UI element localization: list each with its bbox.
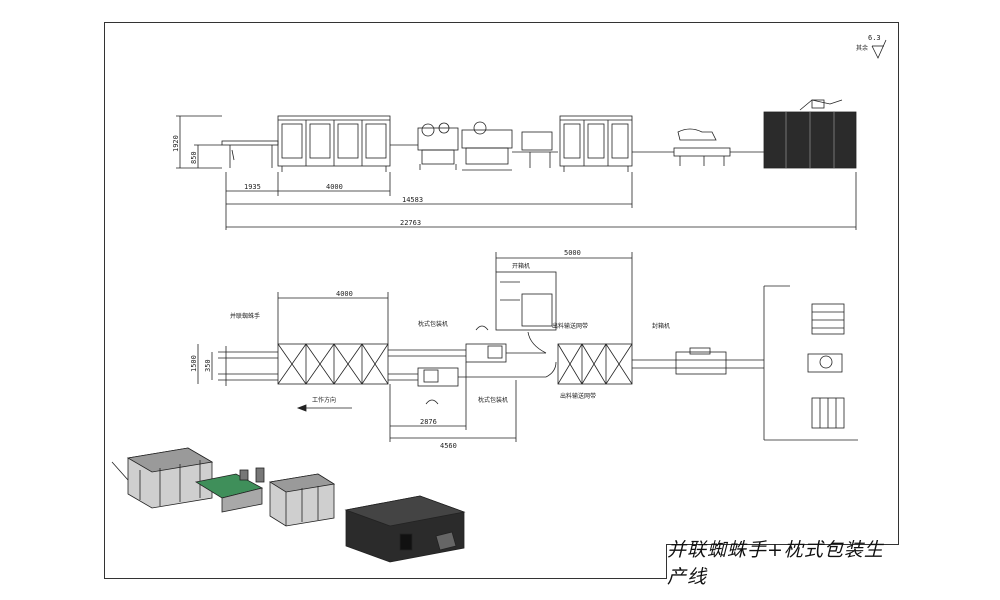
dim-14583: 14583 (402, 196, 423, 204)
dim-1500: 1500 (190, 355, 198, 372)
roughness-value: 6.3 (868, 34, 881, 42)
elevation-view (176, 99, 857, 230)
plan-infeed (218, 346, 278, 386)
spider-robot-cabinet-2 (559, 115, 633, 172)
label-conveyor-bottom: 出料输送网带 (560, 392, 596, 400)
plan-spider-frame-1 (277, 343, 389, 385)
dim-22763: 22763 (400, 219, 421, 227)
plan-pallet-cell (763, 285, 858, 441)
plan-view (197, 252, 858, 442)
infeed-table (221, 140, 279, 168)
dim-height-table: 850 (190, 151, 198, 164)
isometric-view (111, 447, 466, 563)
drawing-title: 并联蜘蛛手+枕式包装生产线 (667, 539, 884, 588)
case-sealer (673, 128, 731, 166)
elevation-height-dims (176, 115, 222, 169)
palletizing-cell (763, 99, 857, 169)
pillow-wrapper-1 (417, 122, 459, 170)
iso-wrappers (194, 467, 265, 513)
spider-robot-cabinet-1 (277, 115, 391, 172)
iso-spider-cabinet-2 (268, 473, 336, 527)
label-pillow-bottom: 枕式包装机 (478, 396, 508, 404)
roughness-symbol (871, 39, 887, 59)
title-block: 并联蜘蛛手+枕式包装生产线 (666, 539, 899, 588)
label-spider: 并联蜘蛛手 (230, 312, 260, 320)
iso-palletizer (344, 495, 466, 563)
plan-spider-frame-2 (557, 343, 633, 385)
roughness-label: 其余 (856, 44, 868, 52)
label-pillow-top: 枕式包装机 (418, 320, 448, 328)
label-case-erector: 开箱机 (512, 262, 530, 270)
plan-pillow-wrapper-bottom (417, 367, 546, 405)
dim-5000: 5000 (564, 249, 581, 257)
plan-pillow-wrapper-top (465, 325, 546, 363)
elevation-length-dims (225, 172, 857, 230)
plan-dims (197, 252, 633, 442)
label-direction: 工作方向 (312, 396, 336, 404)
iso-spider-cabinet-1 (111, 447, 214, 509)
dim-1935: 1935 (244, 183, 261, 191)
label-sealer: 封箱机 (652, 322, 670, 330)
plan-output-conveyor (632, 347, 764, 375)
pillow-wrapper-2 (461, 121, 513, 171)
dim-4560: 4560 (440, 442, 457, 450)
plan-case-erector (495, 271, 557, 331)
dim-4000-elev: 4000 (326, 183, 343, 191)
dim-height-total: 1920 (172, 135, 180, 152)
discharge-conveyor (512, 131, 558, 168)
dim-4000-plan: 4000 (336, 290, 353, 298)
dim-2876: 2876 (420, 418, 437, 426)
dim-350: 350 (204, 359, 212, 372)
label-conveyor-top: 出料输送网带 (552, 322, 588, 330)
